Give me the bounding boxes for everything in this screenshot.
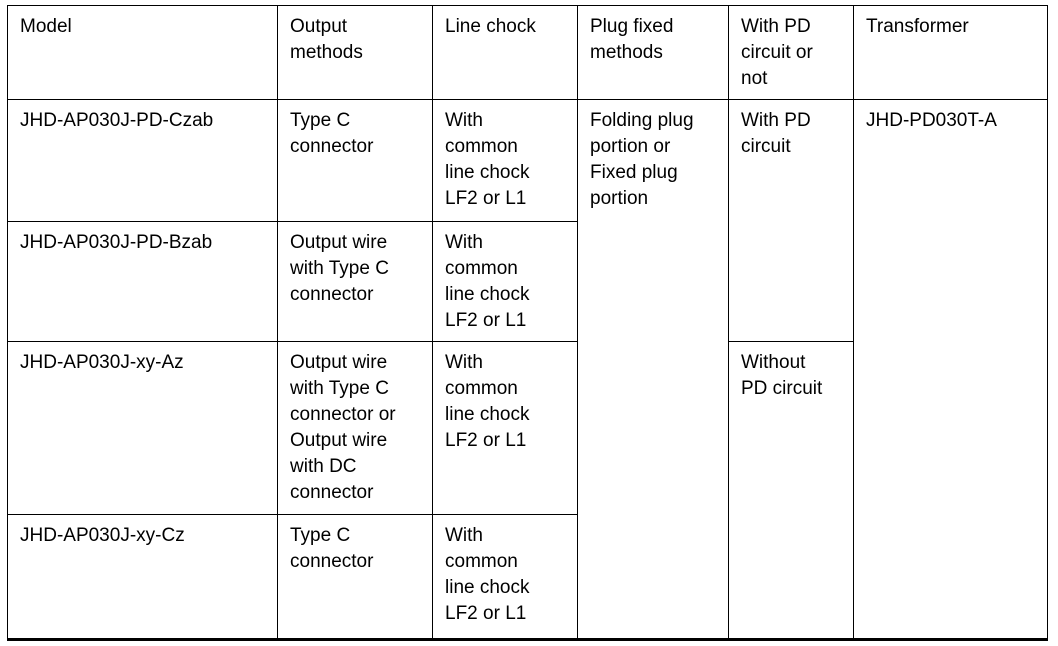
cell-output: Output wire with Type C connector [277,221,433,342]
cell-line-chock: With common line chock LF2 or L1 [432,341,578,515]
cell-pd-circuit-without: Without PD circuit [728,341,854,641]
column-header-pd-circuit: With PD circuit or not [728,5,854,100]
column-header-output: Output methods [277,5,433,100]
table-row: JHD-AP030J-xy-Az Output wire with Type C… [7,341,1048,641]
cell-model: JHD-AP030J-xy-Cz [7,514,278,641]
table-header-row: Model Output methods Line chock Plug fix… [7,5,1048,100]
cell-model: JHD-AP030J-PD-Bzab [7,221,278,342]
column-header-plug-fixed: Plug fixed methods [577,5,729,100]
column-header-transformer: Transformer [853,5,1048,100]
cell-plug-fixed-methods-merged: Folding plug portion or Fixed plug porti… [577,99,729,641]
table-row: JHD-AP030J-xy-Cz Type C connector With c… [7,514,1048,641]
cell-line-chock: With common line chock LF2 or L1 [432,514,578,641]
table-row: JHD-AP030J-PD-Bzab Output wire with Type… [7,221,1048,342]
cell-output: Type C connector [277,99,433,222]
column-header-line-chock: Line chock [432,5,578,100]
cell-output: Type C connector [277,514,433,641]
cell-transformer-merged: JHD-PD030T-A [853,99,1048,641]
cell-model: JHD-AP030J-PD-Czab [7,99,278,222]
cell-output: Output wire with Type C connector or Out… [277,341,433,515]
cell-line-chock: With common line chock LF2 or L1 [432,221,578,342]
cell-model: JHD-AP030J-xy-Az [7,341,278,515]
model-spec-table: Model Output methods Line chock Plug fix… [7,5,1048,641]
cell-line-chock: With common line chock LF2 or L1 [432,99,578,222]
cell-pd-circuit-with: With PD circuit [728,99,854,342]
table-row: JHD-AP030J-PD-Czab Type C connector With… [7,99,1048,641]
column-header-model: Model [7,5,278,100]
